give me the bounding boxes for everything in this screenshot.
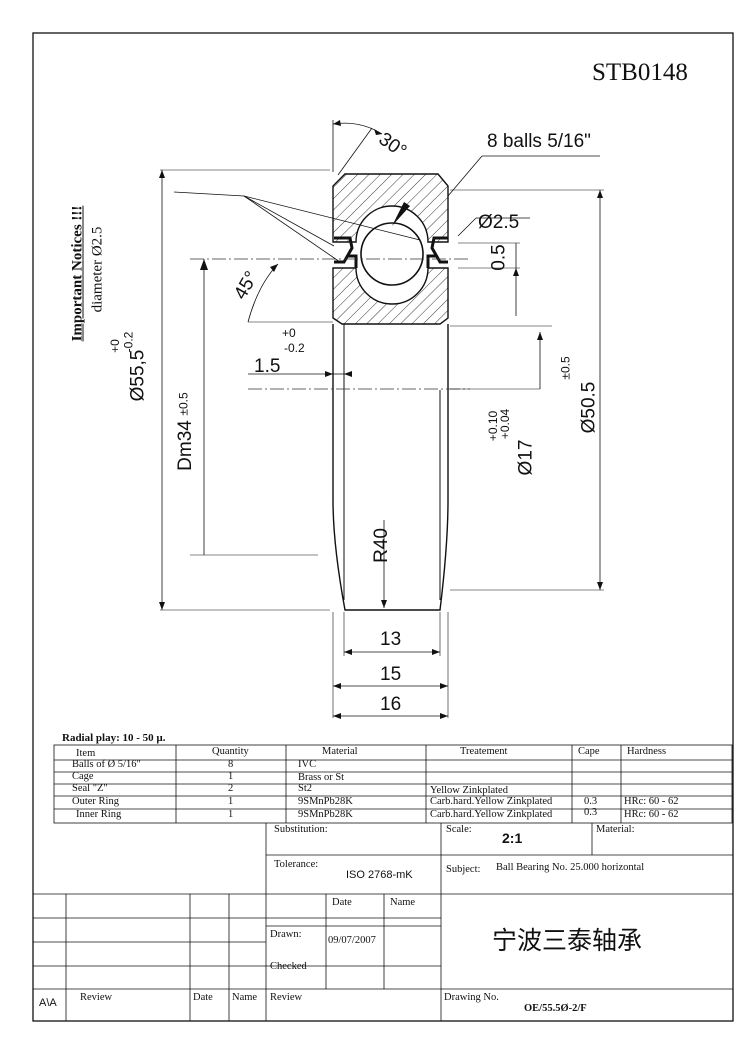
balls-label: 8 balls 5/16" [487, 131, 591, 152]
review-label: Review [80, 992, 113, 1003]
row5-cape: 0.3 [584, 807, 598, 818]
review-date-label: Date [193, 992, 213, 1003]
od2-label: Ø50.5 [578, 381, 600, 434]
header-quantity: Quantity [212, 746, 249, 757]
hole-marker [392, 202, 410, 226]
radial-play: Radial play: 10 - 50 µ. [62, 732, 166, 744]
subject-label: Subject: [446, 864, 481, 875]
header-material: Material [322, 746, 358, 757]
row3-item: Seal "Z" [72, 783, 108, 794]
row2-qty: 1 [228, 771, 234, 782]
dm-label: Dm34 [174, 420, 196, 471]
row4-treatement: Carb.hard.Yellow Zinkplated [430, 796, 553, 807]
row1-qty: 8 [228, 759, 234, 770]
row4-item: Outer Ring [72, 796, 119, 807]
drawing-code: STB0148 [592, 59, 688, 86]
row4-hardness: HRc: 60 - 62 [624, 796, 679, 807]
outer-tol-lower: -0.2 [121, 331, 136, 353]
seal-left [334, 236, 358, 268]
header-item: Item [76, 748, 96, 759]
width-15-label: 15 [380, 664, 402, 685]
title-block-grid [33, 823, 733, 1021]
outer-ring-section [332, 173, 449, 243]
width-16-label: 16 [380, 694, 402, 715]
row3-treatement: Yellow Zinkplated [430, 785, 508, 796]
checked-label: Checked [270, 961, 307, 972]
outer-tol-upper: +0 [107, 339, 122, 353]
row3-qty: 2 [228, 783, 234, 794]
od2-tol: ±0.5 [558, 356, 573, 380]
row5-item: Inner Ring [76, 809, 122, 820]
bearing-body [332, 324, 449, 611]
name-label: Name [390, 897, 416, 908]
row5-material: 9SMnPb28K [298, 809, 353, 820]
row3-material: St2 [298, 783, 313, 794]
tol-lower-small: -0.2 [284, 341, 305, 355]
row2-item: Cage [72, 771, 94, 782]
revision-marker: A\A [39, 997, 57, 1009]
row5-treatement: Carb.hard.Yellow Zinkplated [430, 809, 553, 820]
outer-diameter-label: Ø55,5 [127, 349, 149, 402]
subject-value: Ball Bearing No. 25.000 horizontal [496, 862, 645, 873]
dim-1-5-label: 1.5 [254, 356, 281, 377]
row1-item: Balls of Ø 5/16" [72, 759, 141, 770]
bore-tol-lower: +0.04 [498, 408, 513, 440]
tolerance-value: ISO 2768-mK [346, 869, 413, 881]
header-hardness: Hardness [627, 746, 667, 757]
tolerance-label: Tolerance: [274, 859, 319, 870]
sheet-border [32, 32, 734, 1022]
header-treatement: Treatement [460, 746, 508, 757]
row4-cape: 0.3 [584, 796, 598, 807]
material-label: Material: [596, 824, 635, 835]
parts-table-grid [53, 744, 733, 824]
row1-material: IVC [298, 759, 317, 770]
dim-0-5-label: 0.5 [488, 244, 510, 271]
substitution-label: Substitution: [274, 824, 328, 835]
review-name-label: Name [232, 992, 258, 1003]
ball [360, 222, 424, 286]
seal-right [426, 236, 448, 268]
scale-label: Scale: [446, 824, 472, 835]
review2-label: Review [270, 992, 303, 1003]
header-cape: Cape [578, 746, 600, 757]
important-notice-title: Important Notices !!! [69, 205, 86, 342]
row4-material: 9SMnPb28K [298, 796, 353, 807]
drawn-label: Drawn: [270, 929, 302, 940]
date-label: Date [332, 897, 352, 908]
drawn-date: 09/07/2007 [328, 935, 376, 946]
important-notice-text: diameter Ø2.5 [89, 226, 106, 313]
dm-tol: ±0.5 [176, 392, 191, 416]
row5-qty: 1 [228, 809, 234, 820]
row4-qty: 1 [228, 796, 234, 807]
hole-diameter-label: Ø2.5 [478, 212, 520, 233]
drawing-no-value: OE/55.5Ø-2/F [524, 1003, 587, 1014]
tol-upper-small: +0 [282, 326, 296, 340]
drawing-no-label: Drawing No. [444, 992, 499, 1003]
row2-material: Brass or St [298, 772, 345, 783]
scale-value: 2:1 [502, 830, 523, 846]
bore-label: Ø17 [515, 439, 537, 476]
width-13-label: 13 [380, 629, 402, 650]
inner-ring-section [332, 267, 449, 325]
row5-hardness: HRc: 60 - 62 [624, 809, 679, 820]
radius-label: R40 [370, 528, 392, 563]
company-name: 宁波三泰轴承 [492, 926, 643, 955]
